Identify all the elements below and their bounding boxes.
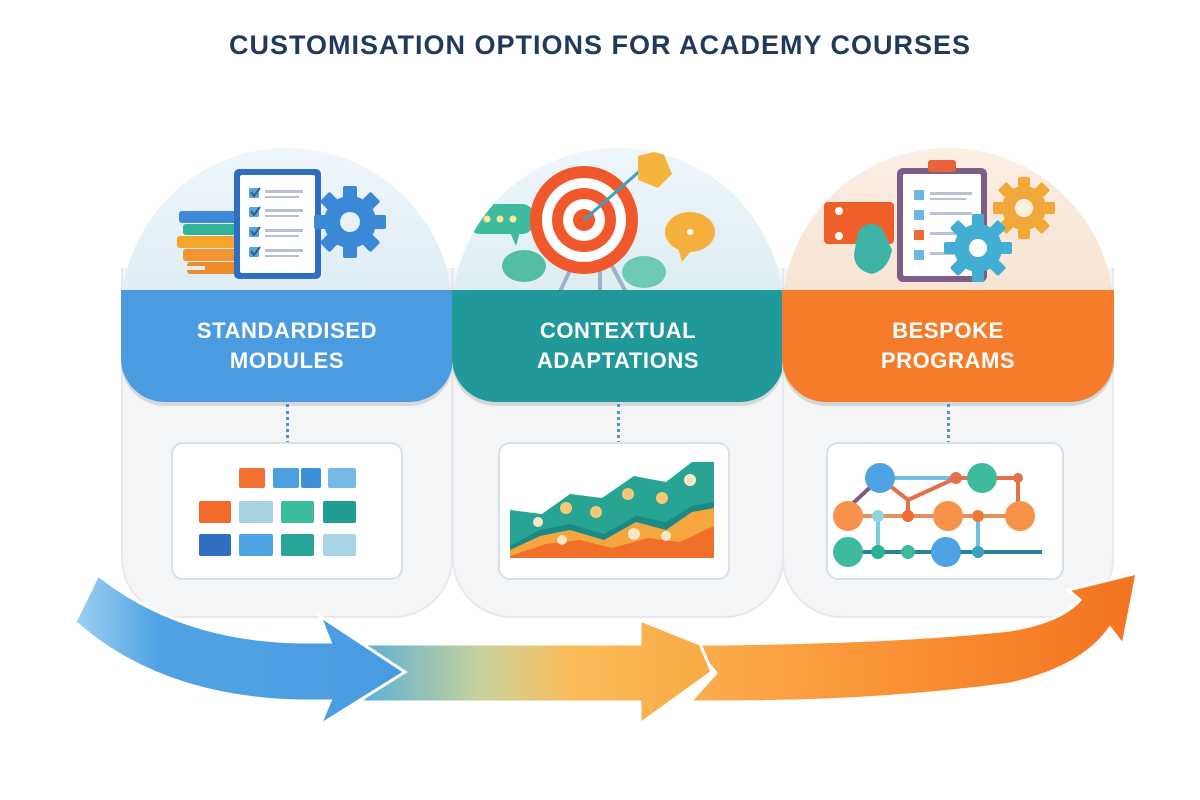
card-bespoke-programs: BESPOKE PROGRAMS — [782, 148, 1114, 618]
target-arrow-chat-icon — [468, 150, 715, 297]
dotted-connector — [617, 404, 620, 444]
card-dome — [452, 148, 784, 318]
progression-arrow — [73, 570, 1139, 729]
page-title: CUSTOMISATION OPTIONS FOR ACADEMY COURSE… — [228, 30, 972, 60]
dotted-connector — [286, 404, 289, 444]
card-title-line2: MODULES — [229, 348, 345, 373]
area-chart-panel — [498, 442, 730, 580]
network-graph-panel — [826, 442, 1064, 580]
dotted-connector — [947, 404, 950, 444]
card-header-band: BESPOKE PROGRAMS — [782, 290, 1114, 402]
arrow-segment-orange — [686, 570, 1139, 704]
card-title-line2: ADAPTATIONS — [536, 348, 700, 373]
card-dome — [121, 148, 453, 318]
network-graph-icon — [833, 463, 1042, 567]
checklist-books-gear-icon — [177, 169, 386, 279]
card-title-line1: STANDARDISED — [196, 318, 378, 343]
card-header-band: CONTEXTUAL ADAPTATIONS — [452, 290, 784, 402]
card-header-band: STANDARDISED MODULES — [121, 290, 453, 402]
clipboard-gears-icon — [824, 160, 1055, 282]
area-chart-icon — [510, 462, 714, 558]
card-contextual-adaptations: CONTEXTUAL ADAPTATIONS — [452, 148, 784, 618]
module-grid-panel — [171, 442, 403, 580]
card-title-line1: BESPOKE — [892, 318, 1004, 343]
card-title-line2: PROGRAMS — [880, 348, 1016, 373]
arrow-segment-gradient — [356, 617, 714, 727]
module-grid-icon — [199, 468, 356, 556]
card-dome — [782, 148, 1114, 318]
arrow-segment-blue — [73, 572, 408, 729]
card-standardised-modules: STANDARDISED MODULES — [121, 148, 453, 618]
card-title-line1: CONTEXTUAL — [539, 318, 697, 343]
